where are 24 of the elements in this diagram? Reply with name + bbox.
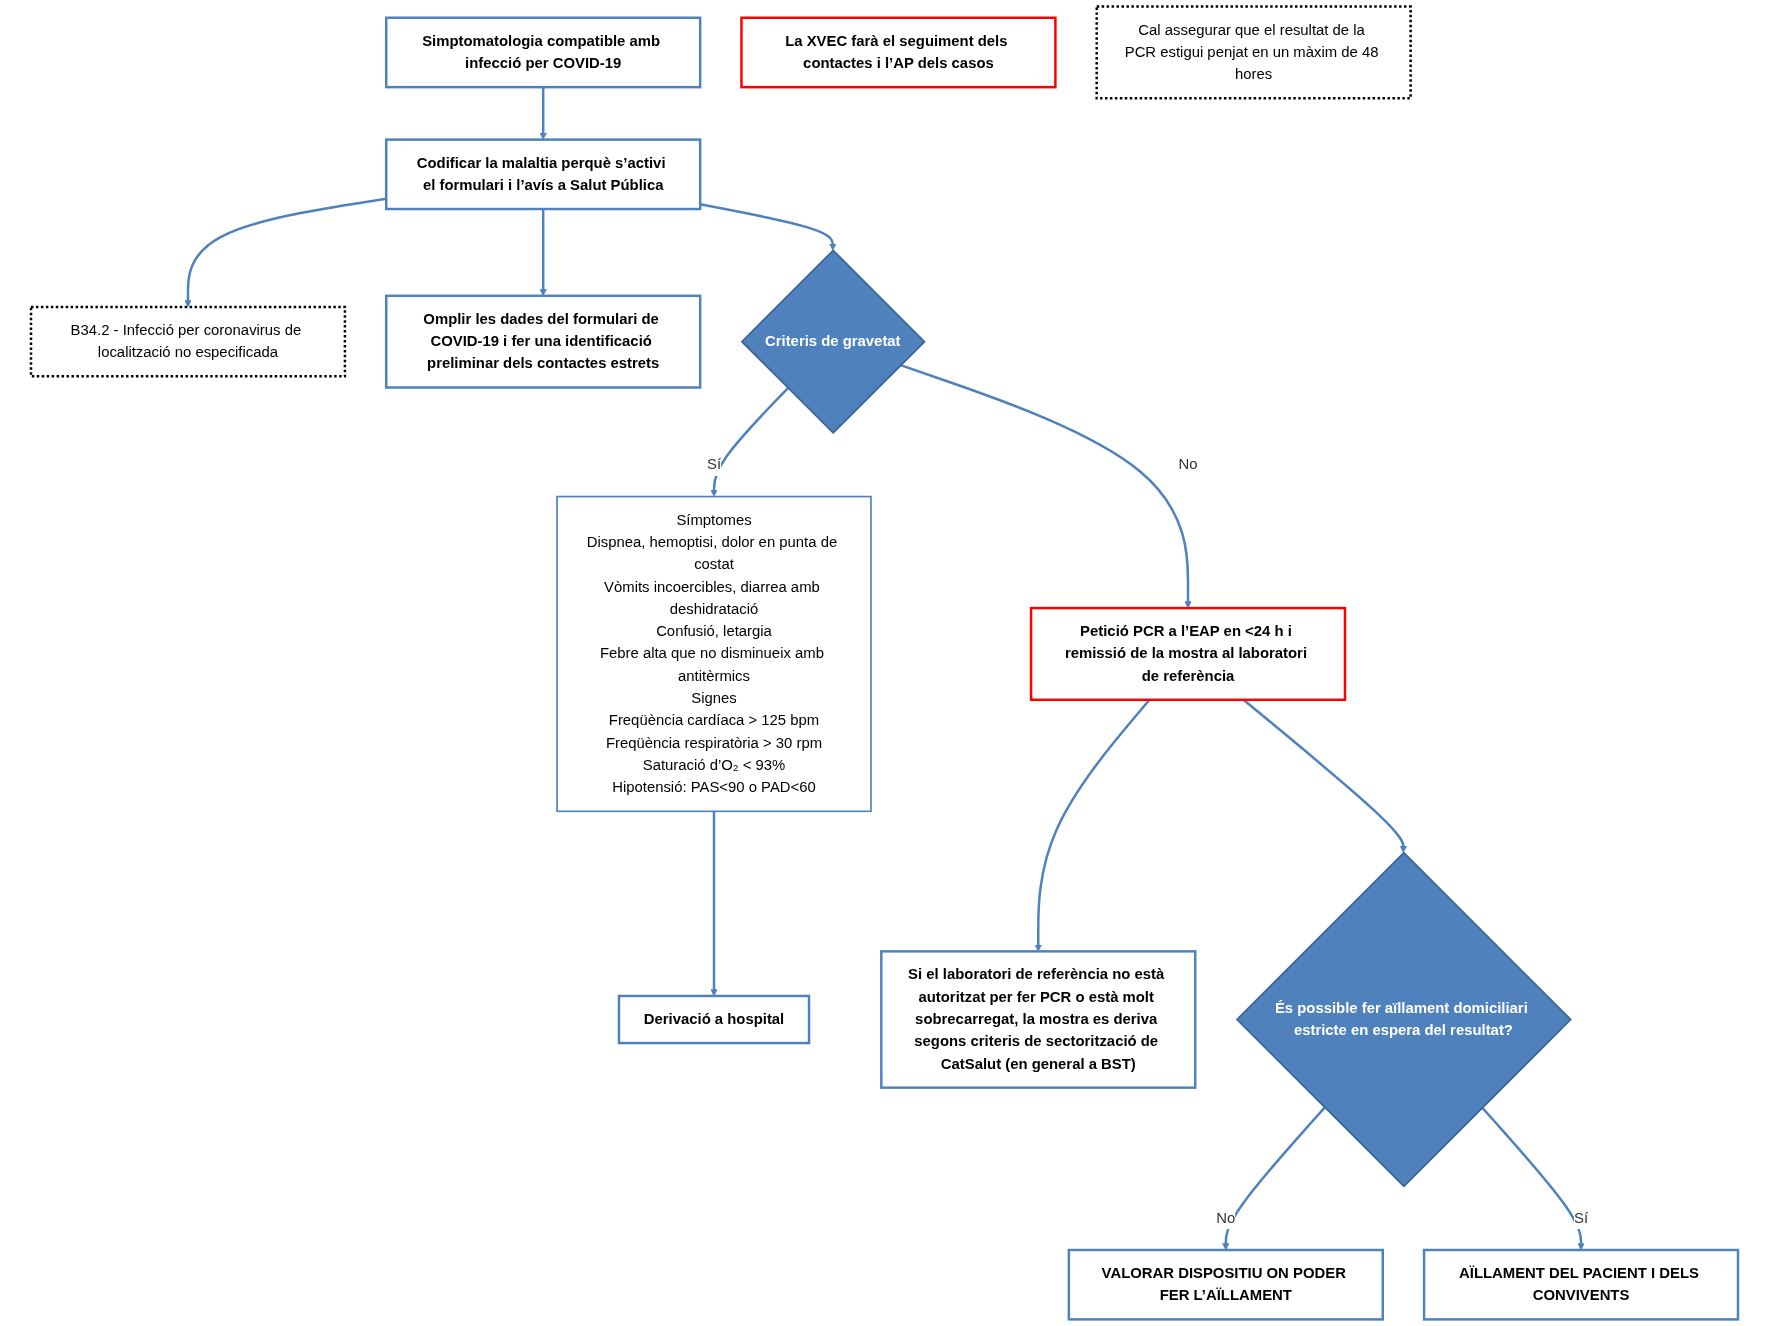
node-box: Codificar la malaltia perquè s’activi el formulari i l’avís a Salut Pública — [385, 138, 702, 211]
arrow — [900, 363, 1192, 609]
edge-label: Sí — [1574, 1209, 1589, 1227]
node-box: AÏLLAMENT DEL PACIENT I DELS CONVIVENTS — [1422, 1248, 1740, 1321]
arrow — [1481, 1106, 1585, 1251]
node-box: Petició PCR a l’EAP en <24 h i remissió de la mostra al laboratori de referència — [1029, 606, 1347, 702]
edge-label: No — [1178, 456, 1198, 473]
node-box: Derivació a hospital — [617, 994, 811, 1045]
arrow — [1222, 1106, 1326, 1251]
node-box: La XVEC farà el seguiment dels contactes i l’AP dels casos — [740, 16, 1057, 89]
node-box: Simptomatologia compatible amb infecció per COVID-19 — [385, 16, 702, 89]
edge-label: Sí — [706, 456, 722, 473]
arrow — [539, 87, 547, 140]
node-box: VALORAR DISPOSITIU ON PODER FER L’AÏLLAMENT — [1067, 1248, 1384, 1321]
node-box: B34.2 - Infecció per coronavirus de localització no especificada — [29, 305, 347, 378]
arrow — [710, 387, 789, 497]
edge-label: No — [1216, 1209, 1236, 1227]
node-diamond: És possible fer aïllament domiciliari estricte en espera del resultat? — [1235, 851, 1572, 1188]
node-diamond: Criteris de gravetat — [740, 249, 926, 435]
node-box: Si el laboratori de referència no està autoritzat per fer PCR o està molt sobrecarregat, la mostra es deriva segons criteris de sectorització de CatSalut (en general a BST) — [880, 950, 1197, 1089]
node-box: Símptomes Dispnea, hemoptisi, dolor en punta de costat Vòmits incoercibles, diarrea amb deshidratació Confusió, letargia Febre alta que no disminueix amb antitèrmics Signes Freqüència cardíaca > 125 bpm Freqüència respiratòria > 30 rpm Saturació d’O₂ < 93% Hipotensió: PAS<90 o PAD<60 — [556, 495, 872, 813]
arrow — [1034, 699, 1151, 952]
node-box: Cal assegurar que el resultat de la PCR estigui penjat en un màxim de 48 hores — [1095, 5, 1412, 100]
node-box: Omplir les dades del formulari de COVID-19 i fer una identificació preliminar dels contactes estrets — [385, 294, 702, 389]
